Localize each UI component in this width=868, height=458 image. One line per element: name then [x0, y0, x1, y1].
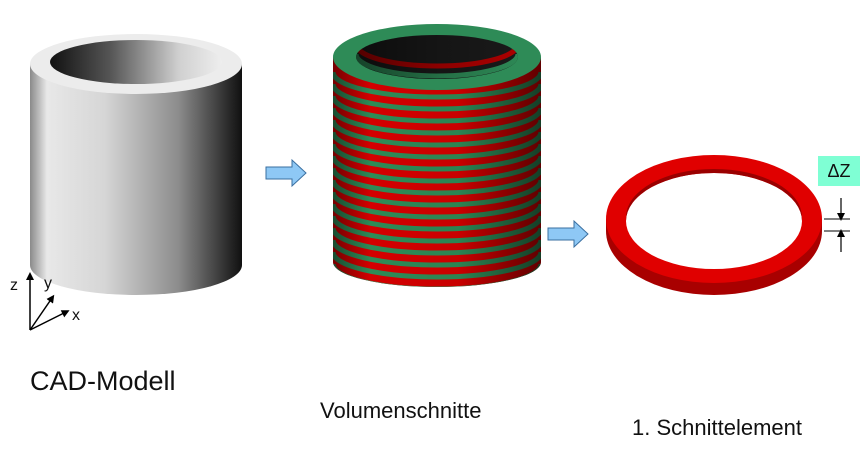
y-axis-line: [29, 294, 55, 331]
process-arrow-2: [547, 219, 589, 249]
axis-triad: z y x: [10, 272, 80, 331]
y-axis-label: y: [44, 275, 52, 292]
slice-ring-hole: [626, 173, 802, 269]
dz-dimension: [824, 198, 850, 252]
cad-cylinder-body: [30, 64, 242, 295]
sliced-cylinder-shading: [333, 57, 541, 287]
caption-cad-model: CAD-Modell: [30, 366, 176, 396]
caption-volume-slices: Volumenschnitte: [320, 398, 482, 423]
process-arrow-1: [265, 158, 307, 188]
z-axis-label: z: [10, 277, 18, 294]
sliced-cylinder: [333, 24, 541, 287]
caption-first-slice: 1. Schnittelement: [632, 415, 802, 440]
delta-z-label: ΔZ: [818, 156, 860, 186]
slice-ring: [606, 155, 822, 295]
cad-cylinder: [30, 34, 242, 295]
cad-cylinder-hole: [50, 40, 222, 84]
x-axis-line: [29, 310, 70, 331]
x-axis-label: x: [72, 307, 80, 324]
